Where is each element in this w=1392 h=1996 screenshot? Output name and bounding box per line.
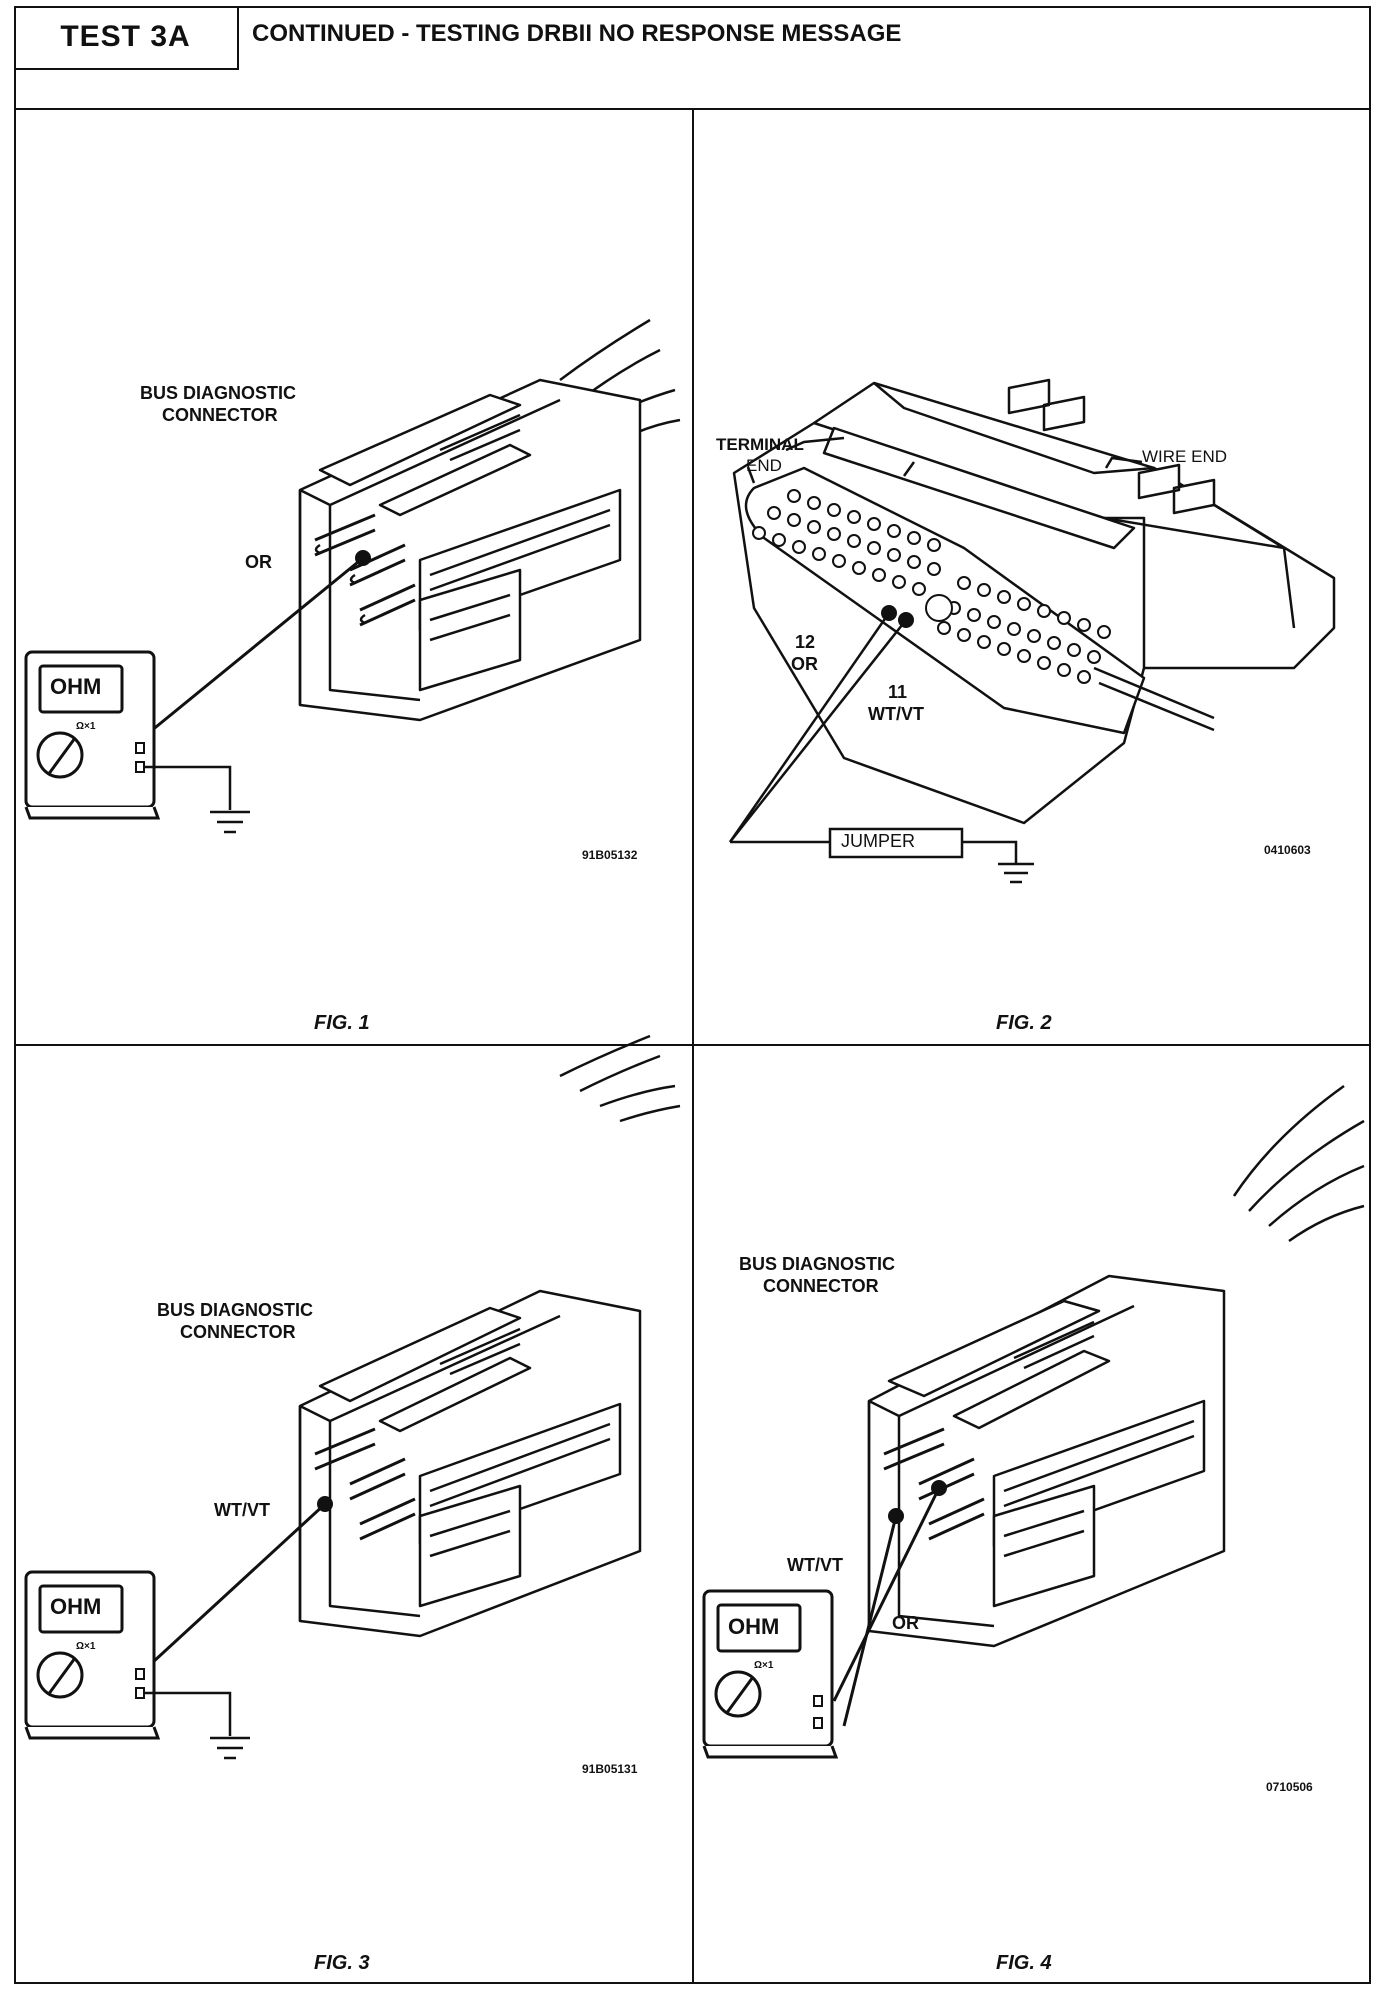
wire-label: WT/VT xyxy=(214,1500,270,1520)
connector-label-line-1: BUS DIAGNOSTIC xyxy=(739,1254,896,1274)
connector-drawing xyxy=(702,1084,1365,1759)
wire-end-label: WIRE END xyxy=(1142,447,1227,466)
meter-display: OHM xyxy=(728,1614,780,1639)
connector-label-line-1: BUS DIAGNOSTIC xyxy=(140,383,297,403)
connector-label-line-2: CONNECTOR xyxy=(763,1276,879,1296)
terminal-end-label-line-2: END xyxy=(746,456,782,475)
figure-code: 91B05132 xyxy=(582,848,638,862)
figure-code: 91B05131 xyxy=(582,1762,638,1776)
connector-drawing xyxy=(24,1034,681,1760)
connector-label-line-2: CONNECTOR xyxy=(180,1322,296,1342)
panel-divider-horizontal xyxy=(14,1044,1371,1046)
figure-code: 0710506 xyxy=(1266,1780,1313,1794)
figure-caption: FIG. 2 xyxy=(996,1012,1052,1034)
connector-drawing xyxy=(24,318,681,834)
wire-label-wt-vt: WT/VT xyxy=(787,1555,843,1575)
meter-display: OHM xyxy=(50,1594,102,1619)
wire-label: OR xyxy=(245,552,272,572)
page-title: CONTINUED - TESTING DRBII NO RESPONSE ME… xyxy=(252,20,902,47)
pin-11-number: 11 xyxy=(888,682,908,702)
pin-12-number: 12 xyxy=(795,632,816,652)
meter-range: Ω×1 xyxy=(76,721,96,732)
figure-code: 0410603 xyxy=(1264,843,1311,857)
figure-caption: FIG. 1 xyxy=(314,1012,370,1034)
test-label: TEST 3A xyxy=(14,6,239,70)
jumper-label: JUMPER xyxy=(841,831,916,851)
figure-caption: FIG. 4 xyxy=(996,1952,1052,1974)
pin-11-color: WT/VT xyxy=(868,704,924,724)
figure-caption: FIG. 3 xyxy=(314,1952,370,1974)
wire-label-or: OR xyxy=(892,1613,919,1633)
pin-array xyxy=(752,489,1111,684)
pin-12-color: OR xyxy=(791,654,818,674)
meter-range: Ω×1 xyxy=(754,1660,774,1671)
connector-drawing xyxy=(728,378,1336,884)
terminal-end-label-line-1: TERMINAL xyxy=(716,435,804,454)
connector-label-line-1: BUS DIAGNOSTIC xyxy=(157,1300,314,1320)
meter-display: OHM xyxy=(50,674,102,699)
connector-label-line-2: CONNECTOR xyxy=(162,405,278,425)
meter-range: Ω×1 xyxy=(76,1641,96,1652)
panel-divider-vertical xyxy=(692,108,694,1984)
